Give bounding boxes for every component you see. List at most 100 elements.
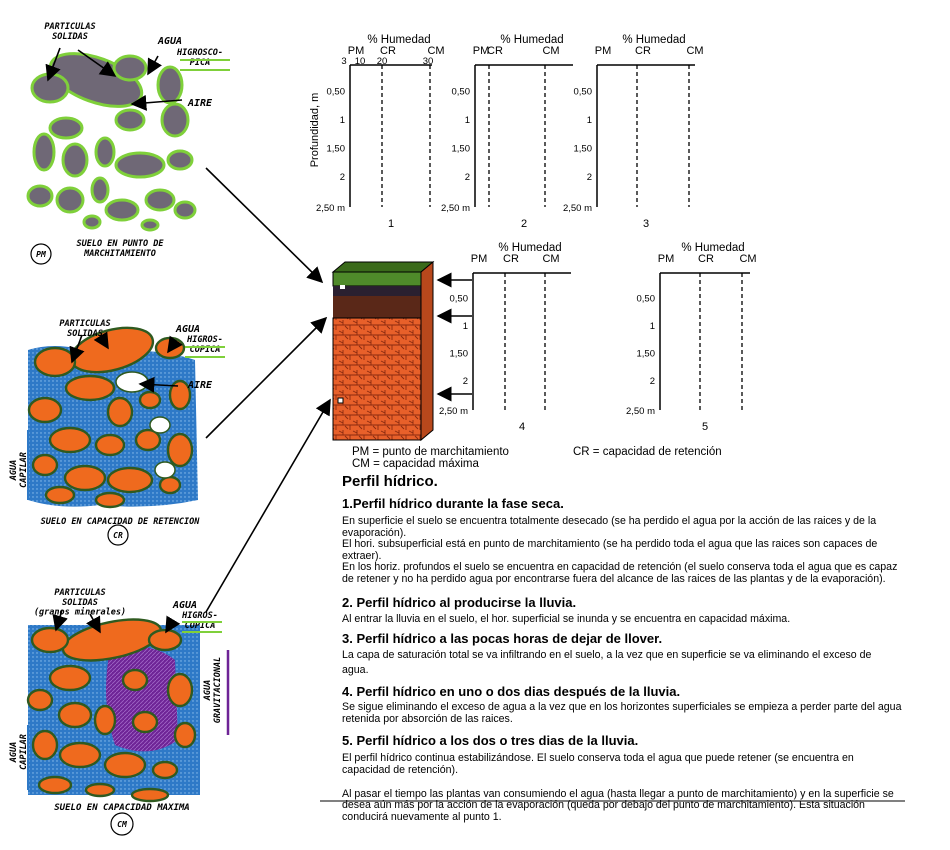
col-label-pm: PM <box>348 45 365 57</box>
depth-tick: 1 <box>465 115 470 126</box>
depth-tick: 2,50 m <box>316 203 345 214</box>
stage-2-title: 2. Perfil hídrico al producirse la lluvi… <box>342 594 577 610</box>
depth-tick: 2,50 m <box>563 203 592 214</box>
label-agua: AGUA <box>175 324 200 335</box>
depth-tick: 1 <box>463 321 468 332</box>
badge-cr: CR <box>113 531 123 540</box>
col-label-cr: CR <box>503 253 519 265</box>
scale-tick: 3 <box>341 56 346 67</box>
humidity-label: % Humedad <box>681 242 744 254</box>
final-paragraph: Al pasar el tiempo las plantas van consu… <box>342 787 894 823</box>
col-label-pm: PM <box>471 253 488 265</box>
soil-caption-cm: SUELO EN CAPACIDAD MAXIMA <box>54 803 189 813</box>
connector-arrows <box>205 167 331 613</box>
label-agua-capilar: AGUACAPILAR <box>9 734 29 770</box>
col-label-cm: CM <box>427 45 444 57</box>
col-label-pm: PM <box>473 45 490 57</box>
badge-cm: CM <box>117 820 128 829</box>
depth-tick: 2 <box>650 376 655 387</box>
profile-number: 3 <box>643 218 649 230</box>
scale-tick: 20 <box>377 56 388 67</box>
stage-1-title: 1.Perfil hídrico durante la fase seca. <box>342 496 564 511</box>
legend-cm: CM = capacidad máxima <box>352 458 479 470</box>
soil-block <box>331 260 472 442</box>
humidity-label: % Humedad <box>622 34 685 46</box>
depth-tick: 0,50 <box>452 87 471 98</box>
legend-pm: PM = punto de marchitamiento <box>352 446 509 458</box>
humidity-label: % Humedad <box>498 242 561 254</box>
depth-tick: 1,50 <box>452 143 471 154</box>
depth-tick: 2,50 m <box>439 406 468 417</box>
humidity-label: % Humedad <box>367 34 430 46</box>
col-label-cr: CR <box>635 45 651 57</box>
profile-number: 5 <box>702 421 708 433</box>
stage-4-body: Se sigue eliminando el exceso de agua a … <box>342 701 902 725</box>
depth-tick: 0,50 <box>450 294 469 305</box>
depth-tick: 2 <box>465 172 470 183</box>
depth-tick: 2 <box>463 376 468 387</box>
depth-tick: 1,50 <box>450 348 469 359</box>
label-agua-capilar: AGUACAPILAR <box>9 452 29 488</box>
col-label-cm: CM <box>739 253 756 265</box>
col-label-cm: CM <box>542 253 559 265</box>
profile-number: 1 <box>388 218 394 230</box>
depth-tick: 1,50 <box>574 143 593 154</box>
label-higroscopica: HIGROS-COPICA <box>186 335 223 355</box>
label-agua: AGUA <box>157 36 182 47</box>
depth-tick: 0,50 <box>574 87 593 98</box>
explanation-text: Perfil hídrico. 1.Perfil hídrico durante… <box>342 473 932 823</box>
profile-number: 2 <box>521 218 527 230</box>
soil-caption-cr: SUELO EN CAPACIDAD DE RETENCION <box>41 517 201 527</box>
col-label-pm: PM <box>658 253 675 265</box>
legend-cr: CR = capacidad de retención <box>573 446 722 458</box>
col-label-cm: CM <box>686 45 703 57</box>
label-higroscopica: HIGROS-COPICA <box>181 611 218 631</box>
col-label-cm: CM <box>542 45 559 57</box>
depth-tick: 2,50 m <box>626 406 655 417</box>
depth-tick: 2,50 m <box>441 203 470 214</box>
badge-pm: PM <box>36 250 47 259</box>
depth-tick: 1,50 <box>327 143 346 154</box>
scale-tick: 30 <box>423 56 434 67</box>
depth-tick: 1 <box>650 321 655 332</box>
col-label-cr: CR <box>380 45 396 57</box>
section-title: Perfil hídrico. <box>342 473 438 490</box>
label-aire: AIRE <box>187 380 213 391</box>
label-higroscopica: HIGROSCO-PICA <box>176 48 223 68</box>
stage-5-title: 5. Perfil hídrico a los dos o tres dias … <box>342 733 639 749</box>
col-label-cr: CR <box>698 253 714 265</box>
humidity-label: % Humedad <box>500 34 563 46</box>
stage-1-body: En superficie el suelo se encuentra tota… <box>342 515 898 585</box>
depth-tick: 2 <box>340 172 345 183</box>
stage-5-body: El perfil hídrico continua estabilizándo… <box>342 752 854 776</box>
col-label-pm: PM <box>595 45 612 57</box>
depth-tick: 0,50 <box>327 87 346 98</box>
depth-tick: 0,50 <box>637 294 656 305</box>
depth-tick: 1,50 <box>637 348 656 359</box>
stage-2-body: Al entrar la lluvia en el suelo, el hor.… <box>342 612 791 625</box>
stage-4-title: 4. Perfil hídrico en uno o dos dias desp… <box>342 684 681 700</box>
stage-3-body: La capa de saturación total se va infilt… <box>342 649 872 677</box>
scale-tick: 10 <box>355 56 366 67</box>
depth-axis-label: Profundidad, m <box>309 93 321 168</box>
depth-tick: 1 <box>587 115 592 126</box>
label-agua-gravitacional: AGUAGRAVITACIONAL <box>203 657 223 724</box>
depth-tick: 2 <box>587 172 592 183</box>
stage-3-title: 3. Perfil hídrico a las pocas horas de d… <box>342 631 663 647</box>
label-aire: AIRE <box>187 98 213 109</box>
label-agua: AGUA <box>172 600 197 611</box>
profile-number: 4 <box>519 421 525 433</box>
col-label-cr: CR <box>487 45 503 57</box>
